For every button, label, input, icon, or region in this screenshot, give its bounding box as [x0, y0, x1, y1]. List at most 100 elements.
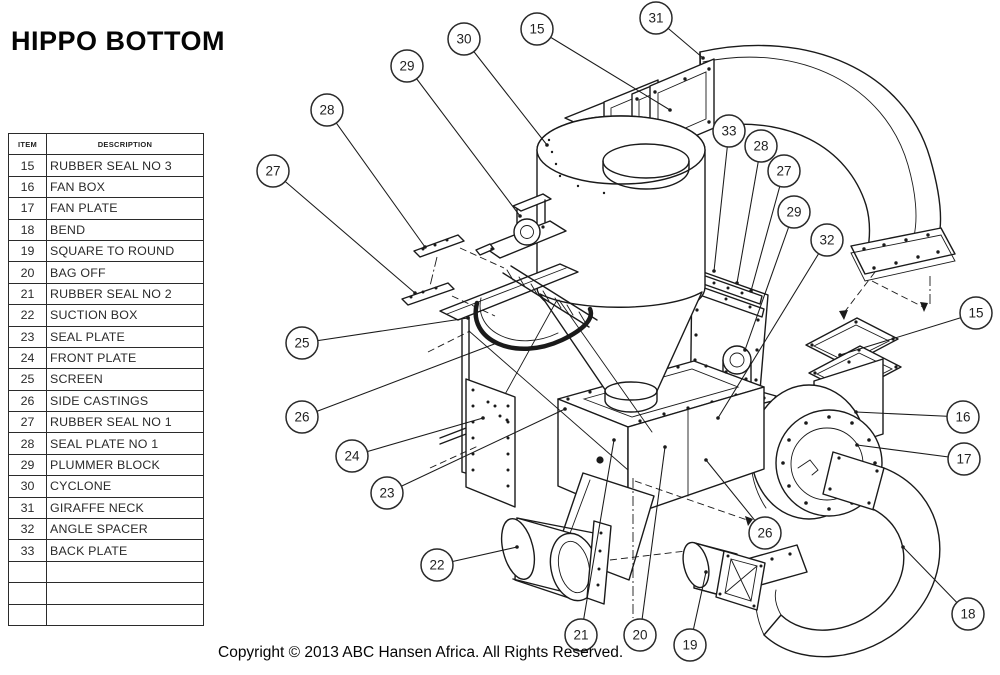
callout-balloon-29: 29: [390, 49, 522, 218]
balloon-number: 27: [776, 164, 791, 179]
leader-endpoint: [735, 281, 739, 285]
leader-endpoint: [423, 245, 427, 249]
callout-balloon-26: 26: [285, 341, 499, 434]
balloon-number: 22: [429, 558, 444, 573]
leader-endpoint: [743, 348, 747, 352]
balloon-number: 27: [265, 164, 280, 179]
callout-balloon-27: 27: [749, 154, 801, 293]
part-item-number: 20: [8, 261, 47, 284]
part-description: SIDE CASTINGS: [46, 389, 204, 413]
leader-line: [639, 446, 666, 636]
leader-endpoint: [855, 443, 859, 447]
balloon-circle: [946, 400, 980, 434]
balloon-number: 15: [529, 22, 544, 37]
balloon-circle: [673, 628, 707, 662]
callout-balloon-29: 29: [743, 195, 811, 352]
balloon-number: 19: [682, 638, 697, 653]
balloon-number: 18: [960, 607, 975, 622]
part-description: RUBBER SEAL NO 1: [46, 411, 204, 434]
part-description: SEAL PLATE NO 1: [46, 432, 204, 455]
leader-endpoint: [838, 353, 842, 357]
balloon-circle: [447, 22, 481, 56]
balloon-number: 23: [379, 486, 394, 501]
balloon-number: 31: [648, 11, 663, 26]
leader-endpoint: [749, 289, 753, 293]
balloon-circle: [520, 12, 554, 46]
leader-endpoint: [901, 545, 905, 549]
callout-balloon-15: 15: [520, 12, 672, 112]
balloon-circle: [810, 223, 844, 257]
part-description: SUCTION BOX: [46, 304, 204, 327]
balloon-circle: [639, 1, 673, 35]
leader-endpoint: [704, 570, 708, 574]
leader-line: [855, 411, 964, 418]
balloon-circle: [712, 114, 746, 148]
balloon-number: 25: [294, 336, 309, 351]
balloon-circle: [335, 439, 369, 473]
balloon-circle: [748, 516, 782, 550]
leader-line: [536, 28, 671, 111]
balloon-number: 32: [819, 233, 834, 248]
balloon-circle: [959, 296, 993, 330]
leader-line: [717, 239, 828, 419]
callout-balloon-27: 27: [256, 154, 417, 295]
part-item-number: 24: [8, 346, 47, 370]
balloon-circle: [285, 326, 319, 360]
leader-endpoint: [701, 56, 705, 60]
page-title: HIPPO BOTTOM: [11, 26, 226, 56]
screen-part: [473, 265, 598, 351]
leader-endpoint: [545, 143, 549, 147]
callout-balloon-33: 33: [712, 114, 746, 273]
leader-line: [326, 109, 426, 248]
balloon-circle: [310, 93, 344, 127]
parts-table-row: [8, 603, 204, 626]
balloon-number: 28: [319, 103, 334, 118]
balloon-circle: [564, 618, 598, 652]
leader-line: [406, 65, 521, 217]
giraffe-neck-part: [699, 44, 956, 282]
cyclone-part: [536, 115, 706, 413]
leader-line: [736, 145, 762, 284]
part-description: [46, 603, 204, 626]
balloon-circle: [390, 49, 424, 83]
balloon-circle: [767, 154, 801, 188]
callout-balloon-15: 15: [838, 296, 993, 357]
leader-endpoint: [612, 438, 616, 442]
part-item-number: 23: [8, 325, 47, 348]
parts-table-header: ITEM DESCRIPTION: [8, 132, 204, 156]
balloon-number: 21: [573, 628, 588, 643]
leader-endpoint: [466, 316, 470, 320]
leader-line: [301, 342, 498, 418]
balloon-circle: [623, 618, 657, 652]
balloon-number: 24: [344, 449, 360, 464]
callout-balloon-28: 28: [735, 129, 778, 285]
balloon-number: 15: [968, 306, 983, 321]
balloon-number: 20: [632, 628, 647, 643]
callout-balloon-31: 31: [639, 1, 705, 60]
balloon-number: 33: [721, 124, 736, 139]
callout-balloon-23: 23: [370, 407, 567, 510]
leader-line: [386, 408, 566, 494]
leader-line: [272, 170, 416, 294]
leader-endpoint: [518, 214, 522, 218]
leader-line: [580, 439, 615, 636]
balloon-number: 29: [399, 59, 414, 74]
balloon-number: 16: [955, 410, 970, 425]
balloon-circle: [951, 597, 985, 631]
balloon-circle: [744, 129, 778, 163]
leader-endpoint: [515, 545, 519, 549]
part-item-number: 18: [8, 218, 47, 241]
part-item-number: 16: [8, 175, 47, 199]
balloon-circle: [256, 154, 290, 188]
